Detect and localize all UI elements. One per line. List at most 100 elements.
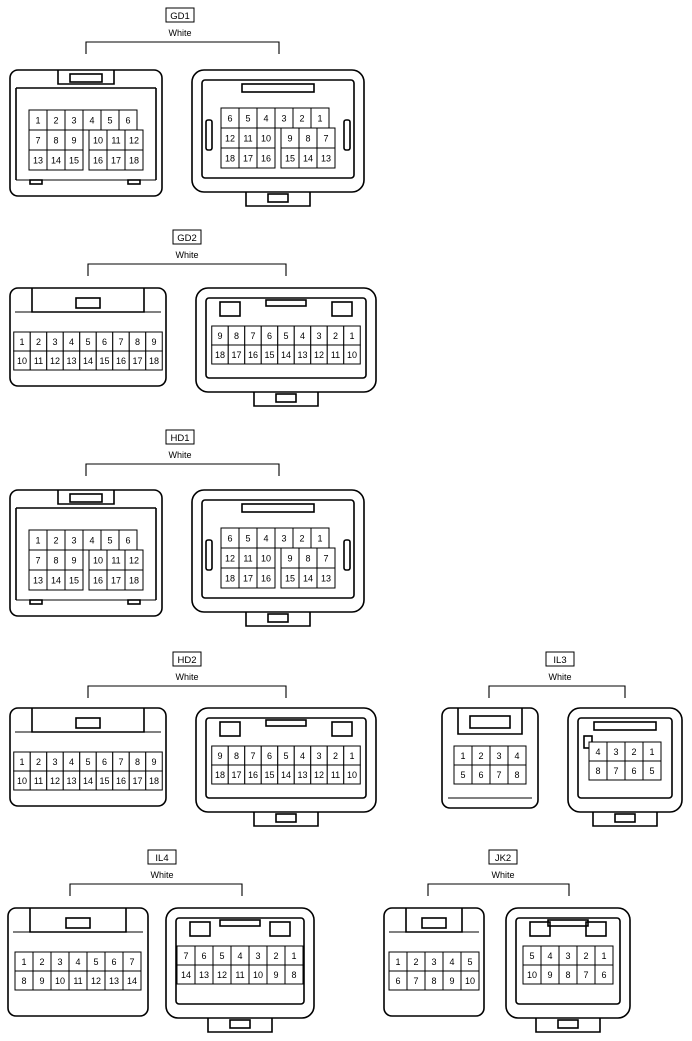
latch-tab: [75, 717, 101, 729]
terminal-number: 13: [33, 156, 43, 166]
terminal-number: 4: [547, 951, 552, 961]
terminal-cell: [145, 770, 163, 791]
connector-color: White: [175, 672, 198, 682]
guide-rail: [219, 919, 261, 927]
terminal-number: 13: [199, 970, 209, 980]
terminal-number: 11: [243, 134, 252, 144]
terminal-number: 8: [53, 136, 58, 146]
terminal-number: 11: [111, 556, 120, 566]
terminal-number: 15: [285, 574, 295, 584]
terminal-number: 3: [52, 337, 57, 347]
terminal-cell: [122, 970, 142, 991]
inner-outline: [515, 917, 621, 1005]
terminal-number: 5: [219, 951, 224, 961]
latch-tab: [65, 917, 91, 929]
foot: [29, 599, 43, 605]
terminal-number: 1: [317, 114, 322, 124]
terminal-number: 13: [297, 350, 307, 360]
terminal-number: 8: [21, 976, 26, 986]
terminal-number: 4: [89, 536, 94, 546]
terminal-number: 15: [285, 154, 295, 164]
terminal-number: 2: [36, 757, 41, 767]
terminal-number: 7: [118, 757, 123, 767]
connector-housing: [505, 907, 631, 1019]
inner-outline: [175, 917, 305, 1005]
terminal-number: 1: [460, 751, 465, 761]
terminal-number: 9: [151, 337, 156, 347]
bracket-line: [85, 463, 280, 476]
terminal-number: 5: [467, 957, 472, 967]
terminal-number: 5: [283, 751, 288, 761]
terminal-number: 10: [347, 770, 357, 780]
terminal-number: 13: [109, 976, 119, 986]
foot: [127, 599, 141, 605]
terminal-number: 2: [583, 951, 588, 961]
terminal-number: 1: [19, 337, 24, 347]
guide-rail: [241, 503, 315, 513]
terminal-number: 2: [333, 331, 338, 341]
terminal-cell: [316, 567, 336, 589]
inner-outline: [15, 507, 156, 600]
terminal-number: 4: [300, 751, 305, 761]
connector-housing: [165, 907, 315, 1019]
terminal-number: 6: [227, 534, 232, 544]
connector-housing: [383, 907, 485, 1017]
lock: [592, 812, 658, 827]
terminal-number: 18: [149, 776, 159, 786]
terminal-number: 8: [595, 766, 600, 776]
guide-block: [529, 921, 551, 937]
terminal-number: 8: [305, 554, 310, 564]
lock-tab: [275, 813, 297, 823]
terminal-number: 13: [321, 574, 331, 584]
terminal-number: 11: [331, 350, 340, 360]
lock-tab: [275, 393, 297, 403]
terminal-number: 13: [66, 356, 76, 366]
terminal-number: 5: [283, 331, 288, 341]
latch-tab: [69, 493, 103, 503]
terminal-number: 4: [69, 757, 74, 767]
connector-code: IL4: [155, 853, 168, 864]
terminal-number: 14: [181, 970, 191, 980]
guide-rail: [241, 83, 315, 93]
terminal-number: 2: [299, 114, 304, 124]
terminal-number: 16: [248, 770, 258, 780]
terminal-number: 18: [225, 574, 235, 584]
terminal-number: 14: [83, 776, 93, 786]
connector-housing: [9, 69, 163, 197]
terminal-number: 8: [53, 556, 58, 566]
terminal-number: 5: [85, 337, 90, 347]
terminal-number: 6: [267, 751, 272, 761]
inner-outline: [201, 79, 355, 179]
terminal-number: 9: [217, 751, 222, 761]
terminal-number: 13: [33, 576, 43, 586]
connector-code: JK2: [495, 853, 511, 864]
connector-housing: [7, 907, 149, 1017]
terminal-number: 15: [69, 156, 79, 166]
terminal-number: 5: [245, 534, 250, 544]
terminal-number: 13: [66, 776, 76, 786]
terminal-number: 7: [129, 957, 134, 967]
terminal-number: 17: [243, 574, 253, 584]
guide-rail: [547, 919, 589, 927]
terminal-number: 7: [183, 951, 188, 961]
terminal-number: 3: [281, 114, 286, 124]
terminal-number: 1: [35, 536, 40, 546]
terminal-number: 11: [34, 356, 43, 366]
terminal-number: 7: [250, 751, 255, 761]
terminal-number: 3: [565, 951, 570, 961]
terminal-number: 9: [287, 134, 292, 144]
terminal-number: 11: [243, 554, 252, 564]
terminal-number: 4: [237, 951, 242, 961]
latch-tab: [75, 297, 101, 309]
terminal-number: 2: [299, 534, 304, 544]
terminal-cell: [507, 764, 527, 785]
terminal-number: 9: [273, 970, 278, 980]
lock-tab: [267, 193, 289, 203]
latch-tab: [69, 73, 103, 83]
terminal-number: 1: [349, 751, 354, 761]
terminal-number: 5: [460, 770, 465, 780]
